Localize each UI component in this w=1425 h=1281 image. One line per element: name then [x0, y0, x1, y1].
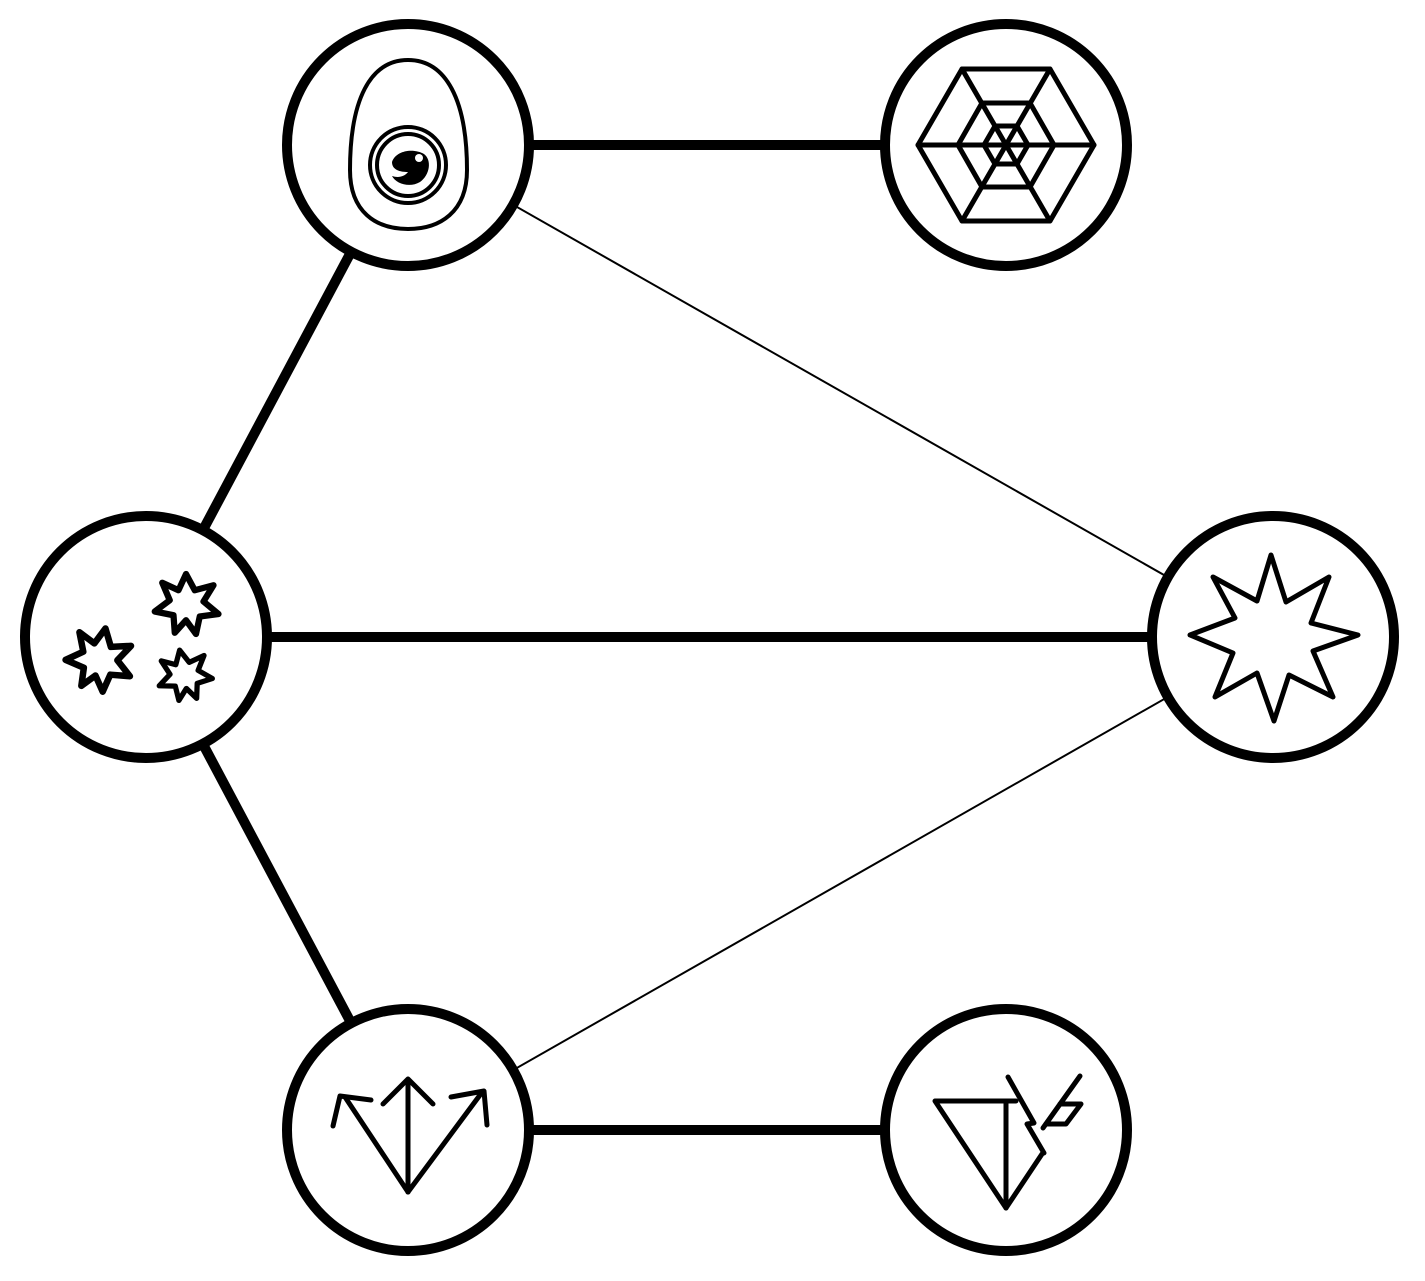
node-egg[interactable]: [282, 19, 534, 271]
eight-point-star-icon: [1187, 552, 1361, 724]
edge-arrows-star: [407, 636, 1274, 1131]
spider-web-icon: [915, 66, 1097, 224]
node-triangle[interactable]: [880, 1004, 1132, 1256]
node-web[interactable]: [880, 19, 1132, 271]
edge-egg-star: [407, 144, 1274, 638]
node-arrows[interactable]: [282, 1004, 534, 1256]
nodes-layer: [20, 19, 1399, 1256]
node-ring: [282, 19, 534, 271]
node-ring: [20, 511, 272, 763]
edges-layer: [141, 140, 1274, 1135]
node-star[interactable]: [1147, 511, 1399, 763]
node-sparks[interactable]: [20, 511, 272, 763]
three-arrows-icon: [330, 1076, 490, 1195]
egg-embryo-icon: [348, 58, 469, 231]
triangle-lightning-icon: [932, 1073, 1084, 1211]
